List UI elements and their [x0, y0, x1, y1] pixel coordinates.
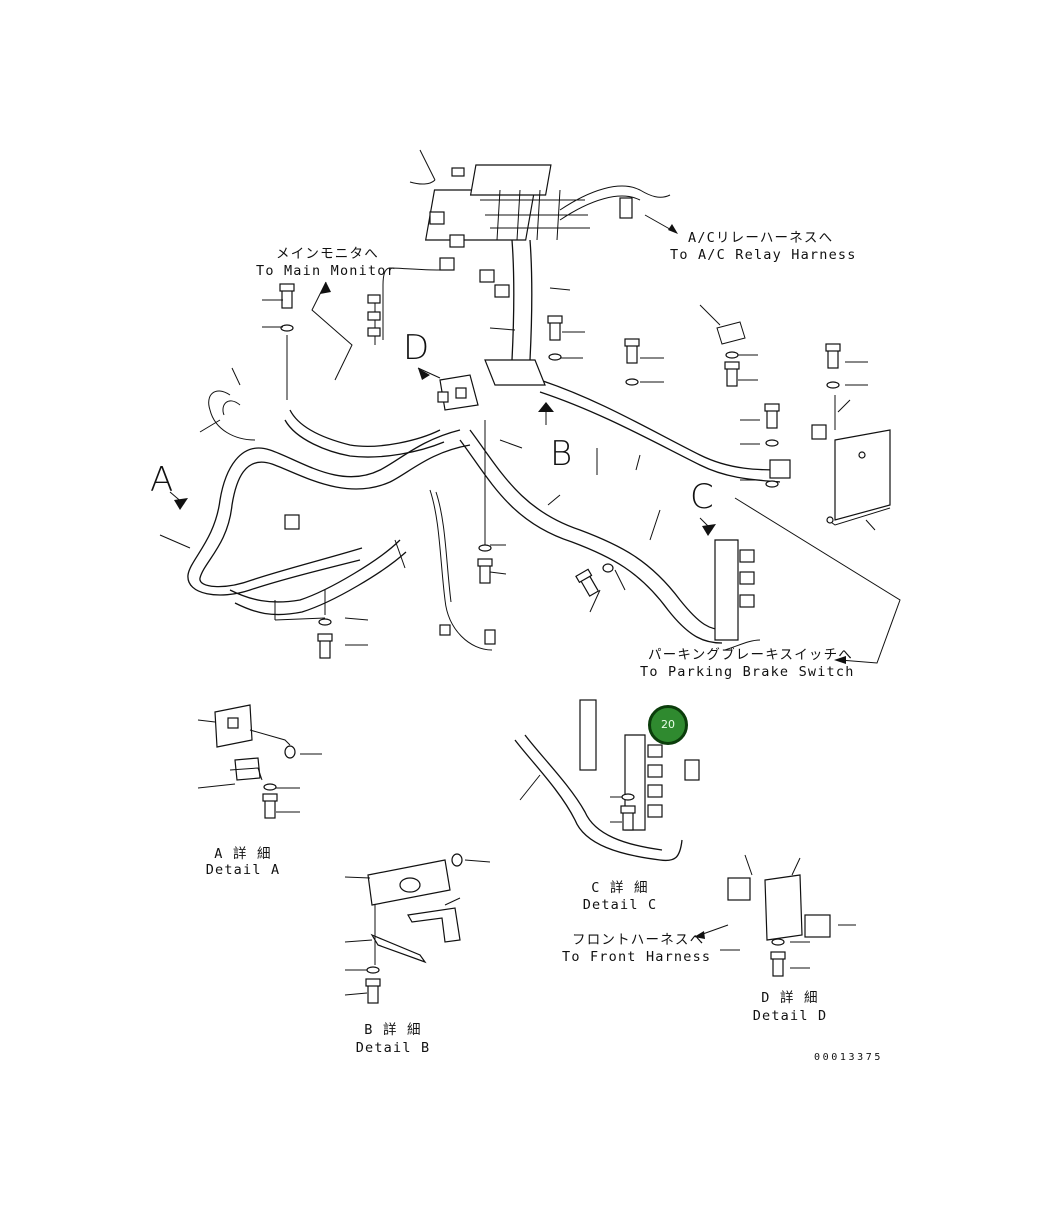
detail-c-caption-en: Detail C: [582, 897, 658, 913]
fasteners: [279, 283, 841, 659]
view-letter-d: D: [403, 328, 430, 368]
ac-relay-label-en: To A/C Relay Harness: [670, 247, 857, 263]
main-monitor-label-jp: メインモニタへ: [276, 246, 379, 262]
callout-badge-20[interactable]: 20: [648, 705, 688, 745]
detail-a-parts: [197, 704, 322, 819]
detail-b-parts: [344, 853, 491, 1004]
parking-label-jp: パーキングブレーキスイッチへ: [648, 647, 853, 663]
parking-label-en: To Parking Brake Switch: [640, 664, 855, 680]
detail-c-caption-jp: C 詳 細: [591, 880, 649, 896]
center-bracket: [437, 359, 546, 548]
leader-lines: [159, 214, 901, 951]
detail-d-caption-jp: D 詳 細: [761, 990, 819, 1006]
view-arrows: [169, 367, 716, 536]
detail-b-caption-en: Detail B: [355, 1040, 431, 1056]
detail-c-parts: [514, 699, 700, 862]
detail-a-caption-jp: A 詳 細: [214, 846, 272, 862]
drawing-number: 00013375: [814, 1052, 883, 1063]
view-letter-a: A: [150, 460, 174, 500]
misc-lines: [274, 294, 496, 645]
detail-b-caption-jp: B 詳 細: [364, 1022, 422, 1038]
detail-d-caption-en: Detail D: [752, 1008, 828, 1024]
main-harness: [187, 185, 781, 651]
view-letter-b: B: [550, 434, 573, 474]
detail-d-parts: [727, 854, 856, 977]
relay-block: [409, 149, 633, 298]
detail-a-caption-en: Detail A: [205, 862, 281, 878]
right-plate: [769, 395, 891, 526]
view-letter-c: C: [690, 477, 714, 517]
ac-relay-label-jp: A/Cリレーハーネスへ: [688, 230, 834, 246]
front-harness-label-en: To Front Harness: [562, 949, 712, 965]
parking-connectors: [714, 539, 761, 651]
main-monitor-label-en: To Main Monitor: [256, 263, 396, 279]
front-harness-label-jp: フロントハーネスへ: [572, 932, 705, 948]
